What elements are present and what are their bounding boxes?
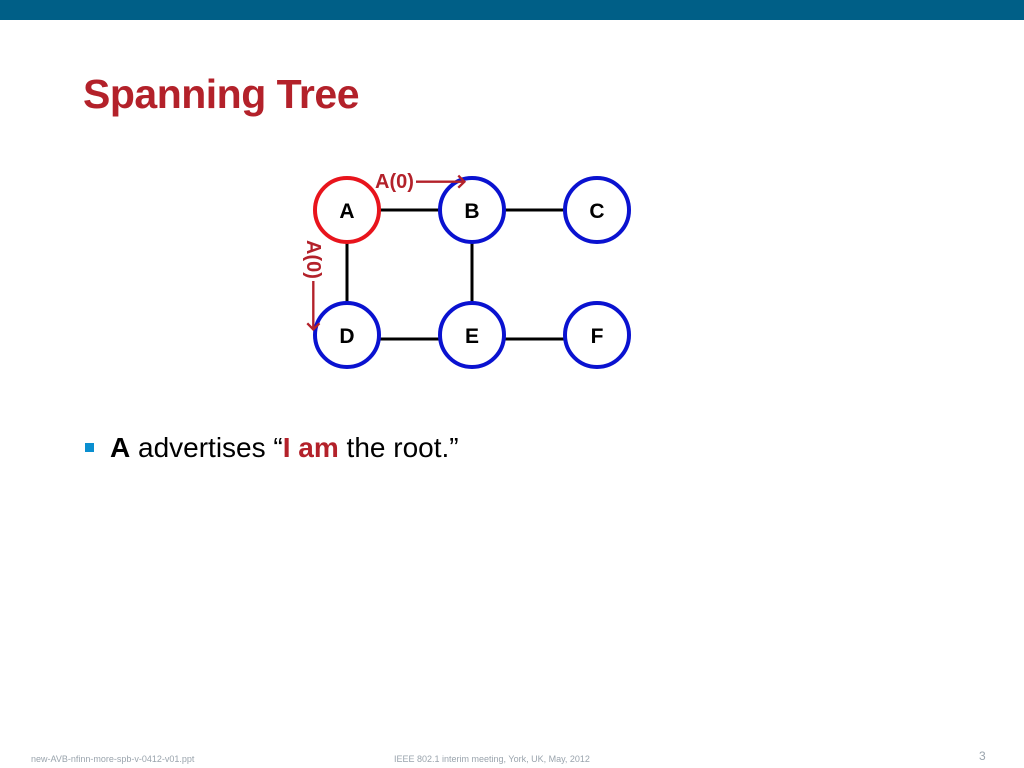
footer-filename: new-AVB-nfinn-more-spb-v-0412-v01.ppt [31, 754, 195, 764]
footer-meeting: IEEE 802.1 interim meeting, York, UK, Ma… [394, 754, 590, 764]
slide-title: Spanning Tree [83, 71, 360, 117]
node-c: C [563, 176, 631, 244]
header-bar [0, 0, 1024, 20]
node-f: F [563, 301, 631, 369]
bullet-text-a: A [110, 432, 131, 463]
node-e: E [438, 301, 506, 369]
node-f-circle [563, 301, 631, 369]
bullet-item: A advertises “ I am the root.” [85, 432, 459, 464]
bullet-text-i-am: I am [282, 432, 339, 463]
node-b: B [438, 176, 506, 244]
node-e-label: E [465, 325, 479, 348]
node-c-circle [563, 176, 631, 244]
bullet-square-icon [85, 442, 94, 452]
node-a-label: A [339, 200, 354, 223]
node-d-circle [313, 301, 381, 369]
node-a-circle [313, 176, 381, 244]
node-b-label: B [464, 200, 479, 223]
message-label-a-b: A(0)🡒 [375, 171, 468, 193]
node-e-circle [438, 301, 506, 369]
node-d: D [313, 301, 381, 369]
message-label-a-d: A(0)🡒 [302, 240, 324, 333]
node-c-label: C [589, 200, 604, 223]
node-b-circle [438, 176, 506, 244]
node-f-label: F [591, 325, 604, 348]
node-a: A [313, 176, 381, 244]
bullet-text-the-root: the root.” [338, 432, 459, 463]
page-number: 3 [979, 749, 986, 763]
bullet-text-advertises: advertises “ [130, 432, 283, 463]
node-d-label: D [339, 325, 354, 348]
